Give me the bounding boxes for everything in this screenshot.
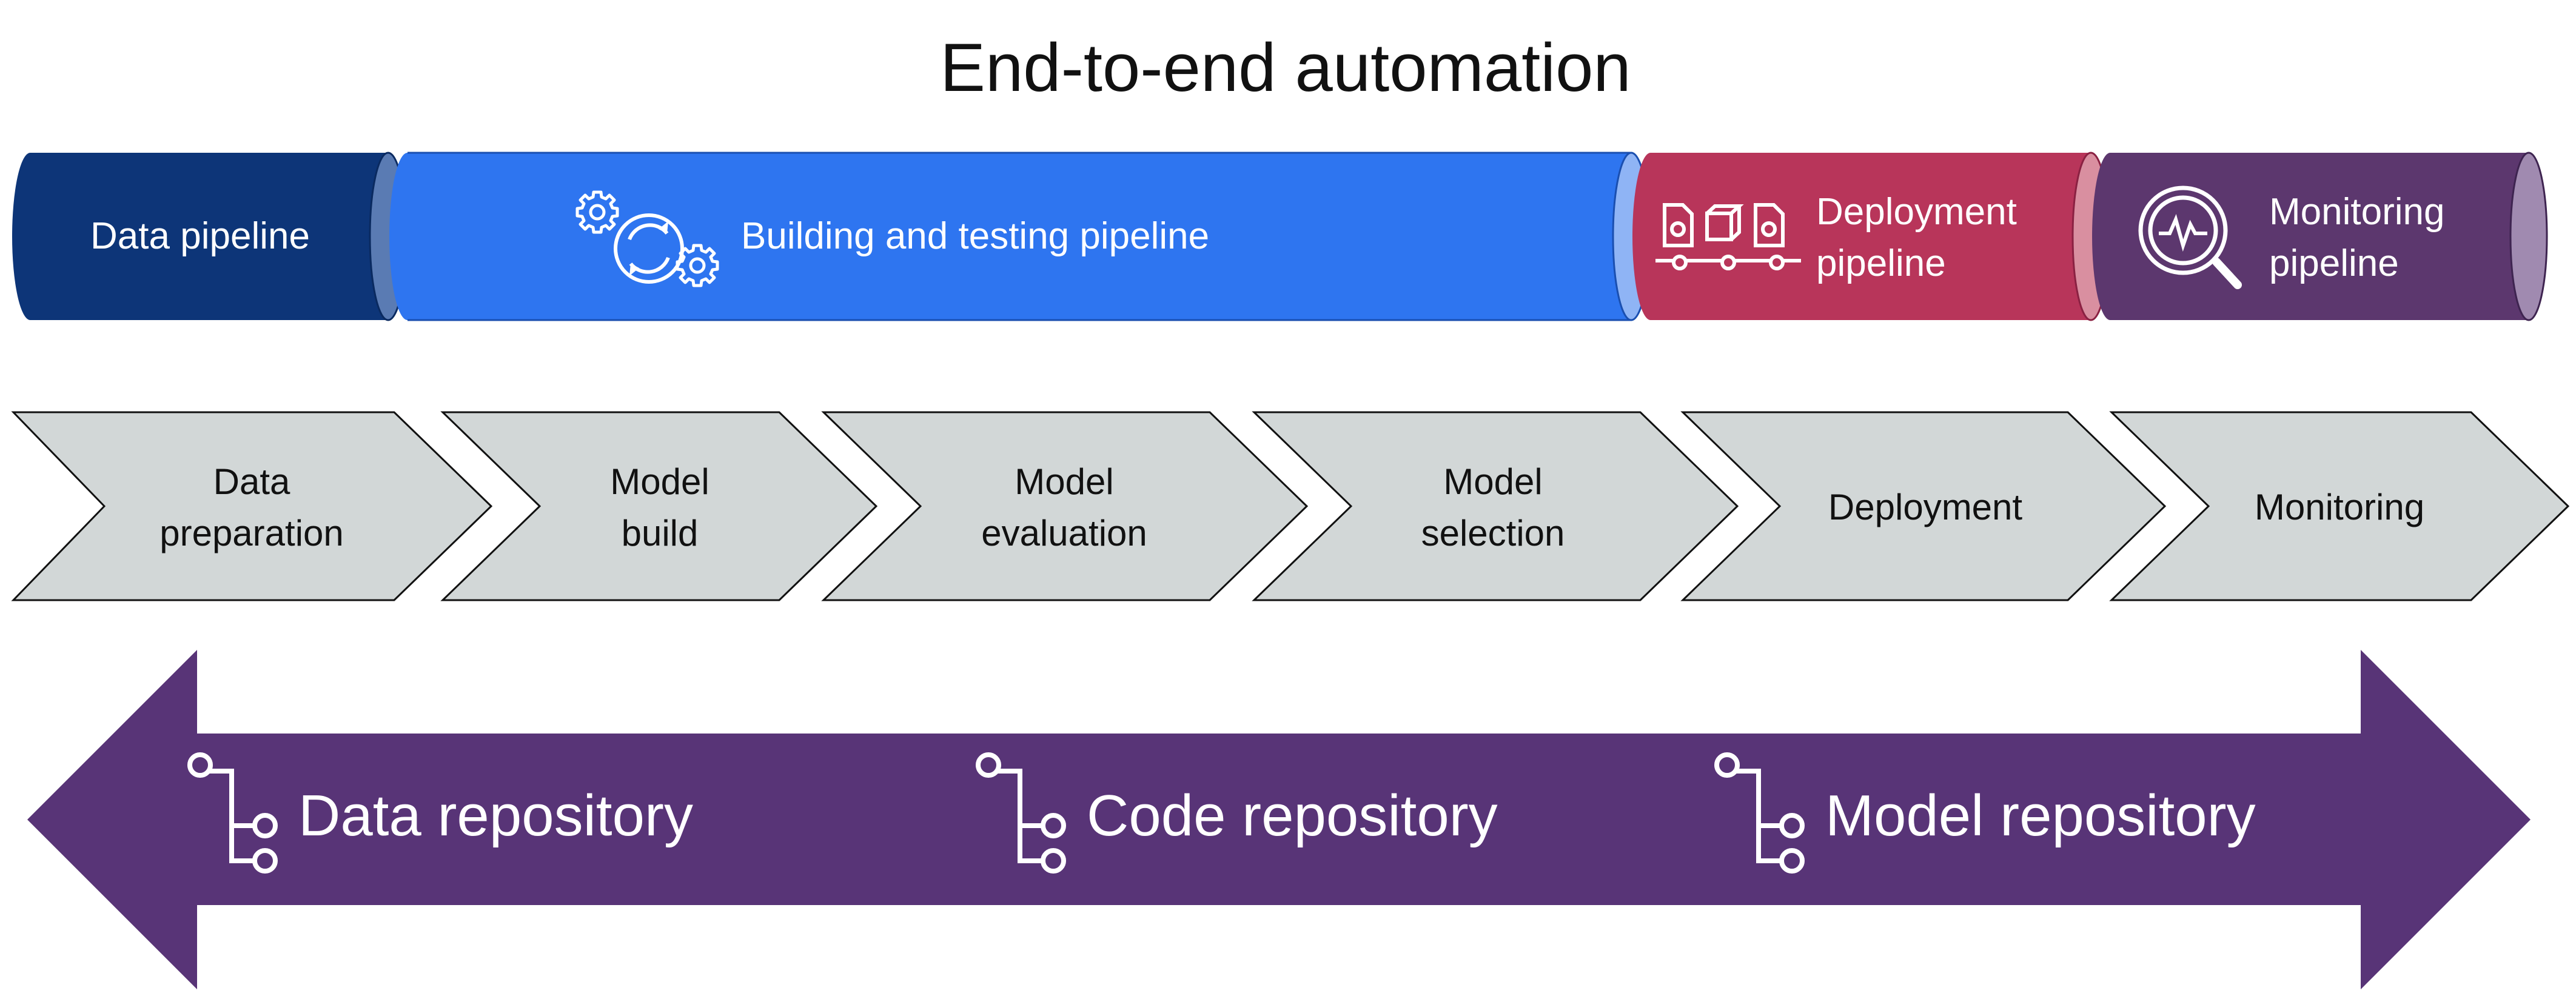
data-pipeline: Data pipeline xyxy=(12,152,408,321)
model-repository-label: Model repository xyxy=(1825,783,2256,848)
model-repository: Model repository xyxy=(1717,755,2256,871)
repository-arrow: Data repository Code repository Model re… xyxy=(27,650,2531,989)
code-repository-label: Code repository xyxy=(1087,783,1498,848)
magnifier-pulse-icon xyxy=(2138,185,2242,289)
stage-label-line1: Deployment xyxy=(1828,487,2022,527)
stage-label-line2: build xyxy=(622,513,699,553)
conveyor-icon xyxy=(1655,203,1801,270)
stage-label-line2: selection xyxy=(1421,513,1565,553)
stage-label-line1: Model xyxy=(1443,461,1542,502)
monitoring-pipeline-label-1: Monitoring xyxy=(2269,191,2444,233)
stage-model-evaluation: Model evaluation xyxy=(821,411,1309,601)
stage-label-line1: Model xyxy=(610,461,709,502)
data-repository-label: Data repository xyxy=(298,783,693,848)
monitoring-pipeline-label-2: pipeline xyxy=(2269,242,2399,284)
deployment-pipeline: Deployment pipeline xyxy=(1632,152,2110,321)
stage-label-line2: evaluation xyxy=(981,513,1147,553)
build-test-pipeline: Building and testing pipeline xyxy=(389,152,1651,321)
diagram-title: End-to-end automation xyxy=(940,30,1631,105)
stage-label-line1: Model xyxy=(1015,461,1113,502)
build-test-pipeline-label: Building and testing pipeline xyxy=(741,215,1209,257)
deployment-pipeline-label-2: pipeline xyxy=(1816,242,1946,284)
gears-refresh-icon xyxy=(577,192,717,286)
stage-model-build: Model build xyxy=(440,411,878,601)
stage-model-selection: Model selection xyxy=(1252,411,1739,601)
stage-label-line2: preparation xyxy=(159,513,344,553)
stage-label-line1: Data xyxy=(213,461,290,502)
pipeline-bar: Data pipeline Building and testing pipel… xyxy=(12,152,2548,321)
stage-chevrons: Data preparation Model build Model evalu… xyxy=(11,411,2570,601)
stage-deployment: Deployment xyxy=(1680,411,2167,601)
deployment-pipeline-label-1: Deployment xyxy=(1816,191,2017,233)
code-repository: Code repository xyxy=(978,755,1498,871)
data-pipeline-label: Data pipeline xyxy=(90,215,310,257)
stage-data-preparation: Data preparation xyxy=(11,411,493,601)
monitoring-pipeline: Monitoring pipeline xyxy=(2092,152,2548,321)
data-repository: Data repository xyxy=(190,755,693,871)
stage-label-line1: Monitoring xyxy=(2255,487,2424,527)
stage-monitoring: Monitoring xyxy=(2109,411,2570,601)
